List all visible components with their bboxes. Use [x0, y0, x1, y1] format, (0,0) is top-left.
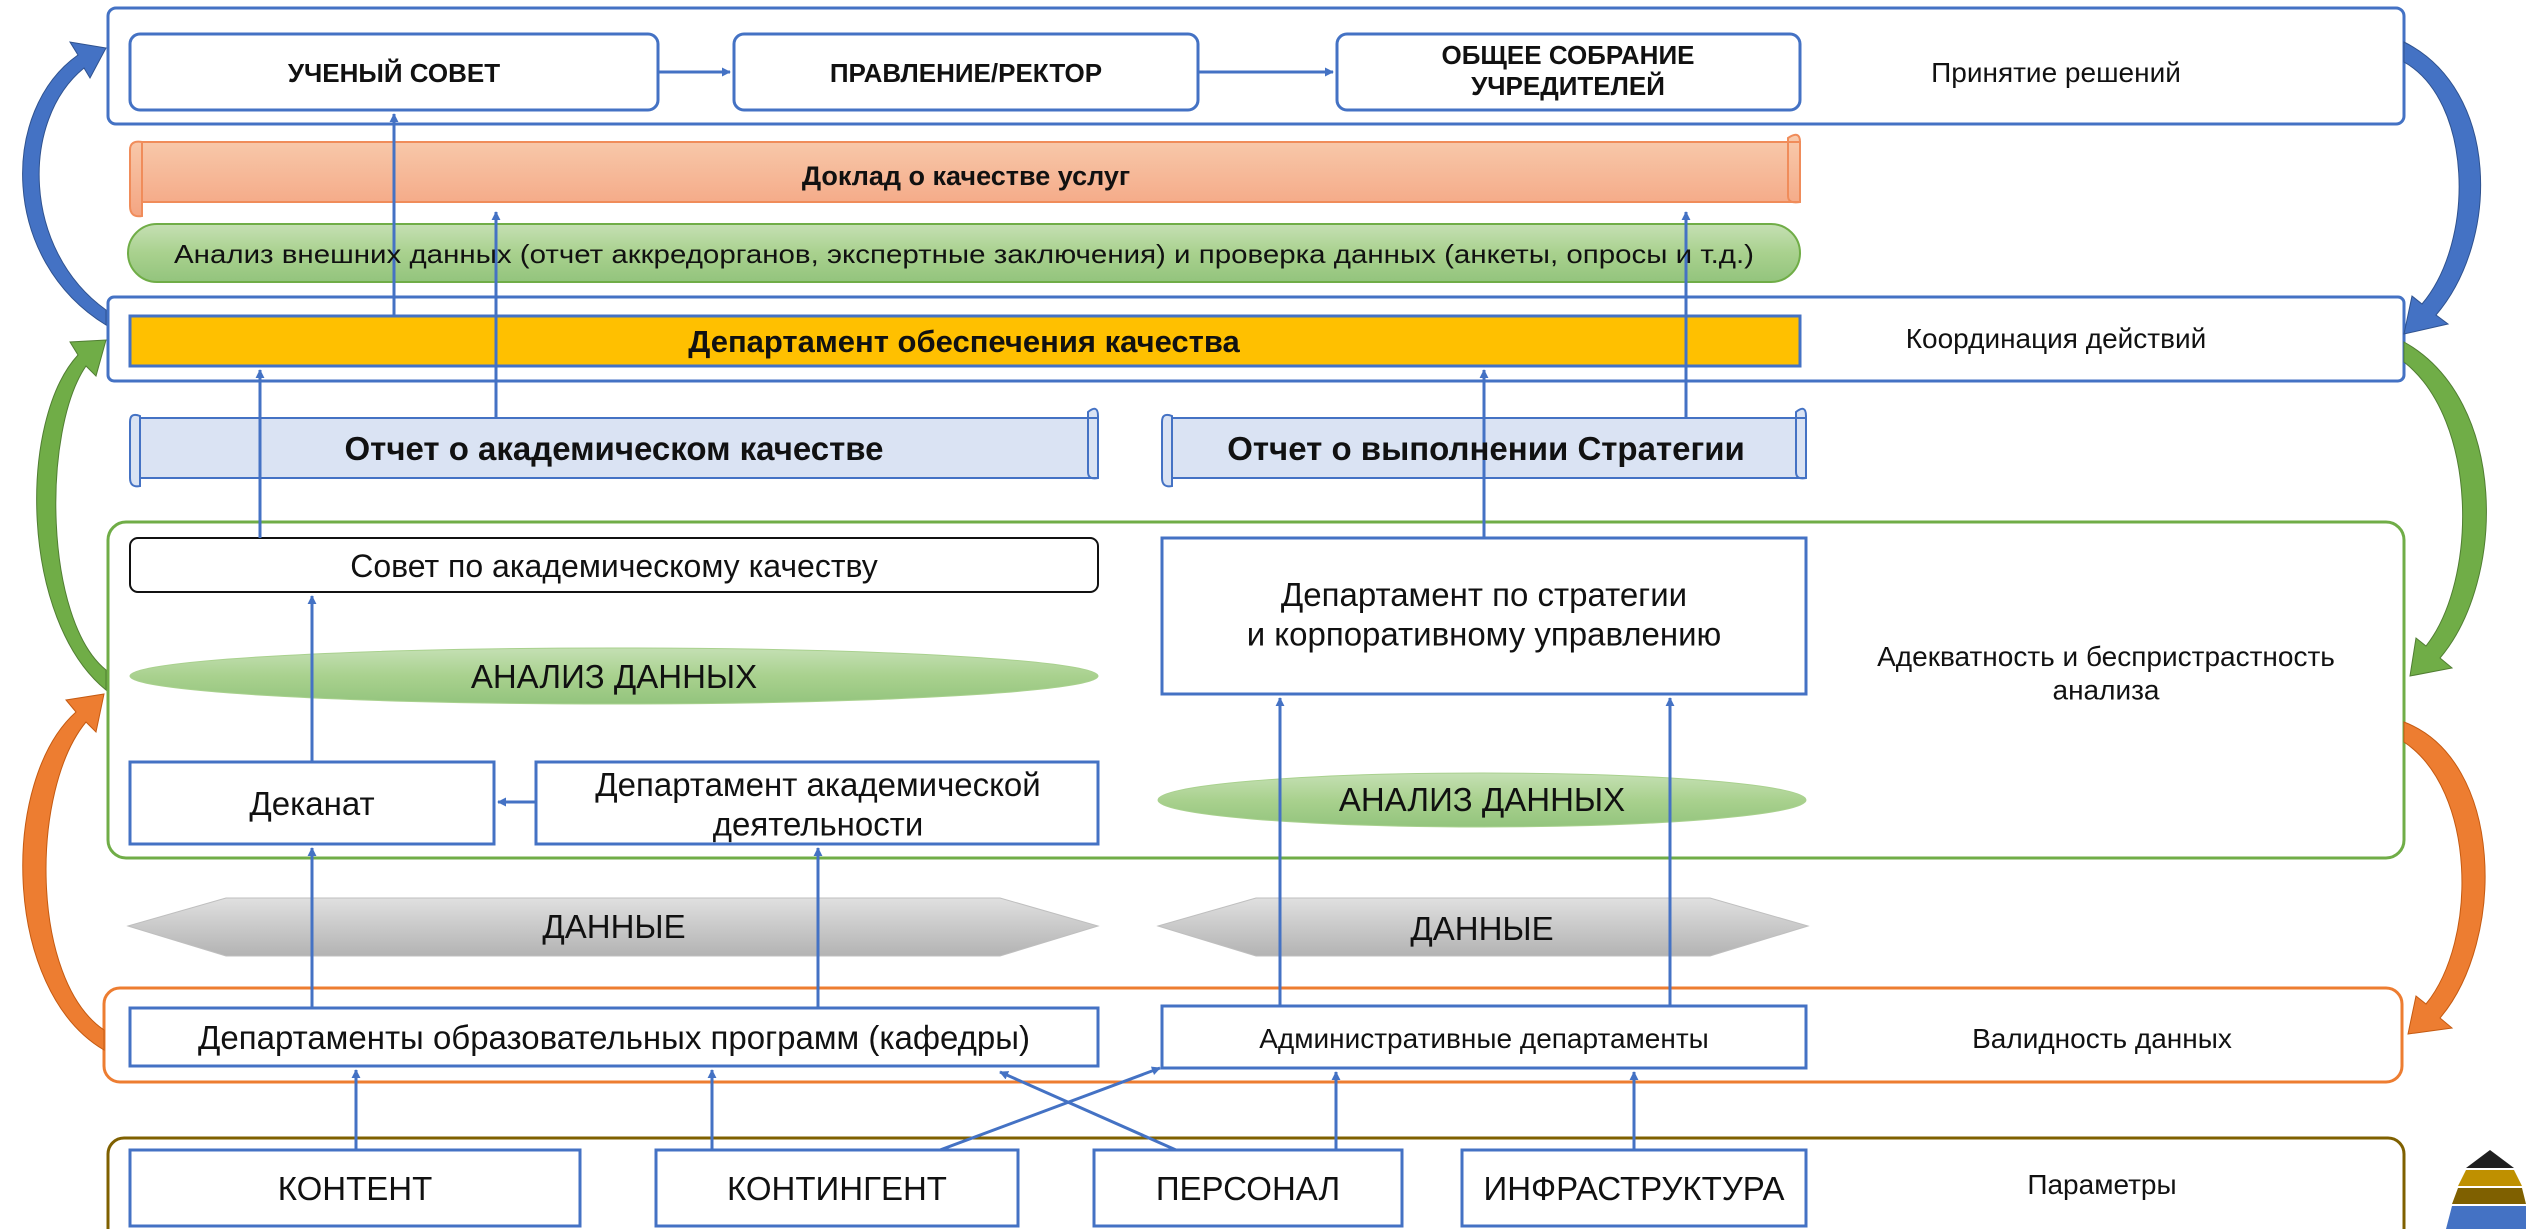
academic-affairs-box [534, 760, 1100, 846]
staff-label: ПЕРСОНАЛ [1156, 1170, 1340, 1207]
data-analysis-left-label: АНАЛИЗ ДАННЫХ [471, 658, 757, 695]
green-feedback-arrow-right [2403, 341, 2487, 677]
external-analysis-pill [127, 223, 1801, 283]
dean-office-label: Деканат [249, 785, 374, 822]
quality-report-label: Доклад о качестве услуг [802, 161, 1130, 191]
data-analysis-ellipse-left [129, 647, 1099, 705]
content-label: КОНТЕНТ [278, 1170, 433, 1207]
orange-feedback-arrow-left [22, 693, 105, 1051]
data-analysis-ellipse-right [1157, 772, 1807, 828]
academic-council-label: УЧЕНЫЙ СОВЕТ [288, 58, 500, 88]
orange-feedback-arrow-right [2403, 721, 2486, 1035]
arrow-contingent-to-admin [939, 1066, 1161, 1152]
founders-box [1335, 32, 1802, 112]
decision-level-frame [106, 6, 2406, 126]
data-analysis-right-label: АНАЛИЗ ДАННЫХ [1339, 781, 1625, 818]
blue-feedback-arrow-left [22, 41, 107, 326]
staff-box [1092, 1148, 1404, 1228]
contingent-box [654, 1148, 1020, 1228]
academic-quality-council-label: Совет по академическому качеству [350, 548, 878, 584]
coordination-level-frame [106, 295, 2406, 383]
content-box [128, 1148, 582, 1228]
strategy-department-box [1160, 536, 1808, 696]
infrastructure-box [1460, 1148, 1808, 1228]
data-band-left [126, 897, 1100, 957]
green-feedback-arrow-left [36, 339, 107, 692]
blue-feedback-arrow-right [2403, 41, 2481, 335]
program-departments-box [128, 1006, 1100, 1068]
contingent-label: КОНТИНГЕНТ [727, 1170, 947, 1207]
validity-level-label: Валидность данных [1972, 1023, 2232, 1054]
admin-departments-box [1160, 1004, 1808, 1070]
qa-department-label: Департамент обеспечения качества [688, 324, 1240, 359]
admin-departments-label: Административные департаменты [1259, 1023, 1709, 1054]
decisions-level-label: Принятие решений [1931, 57, 2181, 88]
parameters-level-frame [106, 1136, 2406, 1229]
parameters-level-label: Параметры [2027, 1169, 2176, 1200]
data-left-label: ДАННЫЕ [542, 908, 685, 945]
board-label: ПРАВЛЕНИЕ/РЕКТОР [830, 58, 1102, 88]
data-band-right [1156, 897, 1810, 957]
program-departments-label: Департаменты образовательных программ (к… [198, 1019, 1030, 1056]
dean-office-box [128, 760, 496, 846]
analysis-level-frame [106, 520, 2406, 860]
strategy-report-label: Отчет о выполнении Стратегии [1227, 430, 1745, 467]
academic-quality-council-box [129, 537, 1099, 593]
academic-report-label: Отчет о академическом качестве [344, 430, 883, 467]
infrastructure-label: ИНФРАСТРУКТУРА [1483, 1170, 1784, 1207]
data-right-label: ДАННЫЕ [1410, 910, 1553, 947]
external-analysis-label: Анализ внешних данных (отчет аккредорган… [174, 239, 1754, 269]
coordination-level-label: Координация действий [1906, 323, 2207, 354]
qa-department-bar [128, 314, 1802, 368]
quality-report-banner [129, 133, 1801, 218]
organization-logo [2446, 1150, 2526, 1229]
academic-report-scroll [129, 407, 1099, 488]
arrow-staff-to-programs [999, 1070, 1177, 1152]
